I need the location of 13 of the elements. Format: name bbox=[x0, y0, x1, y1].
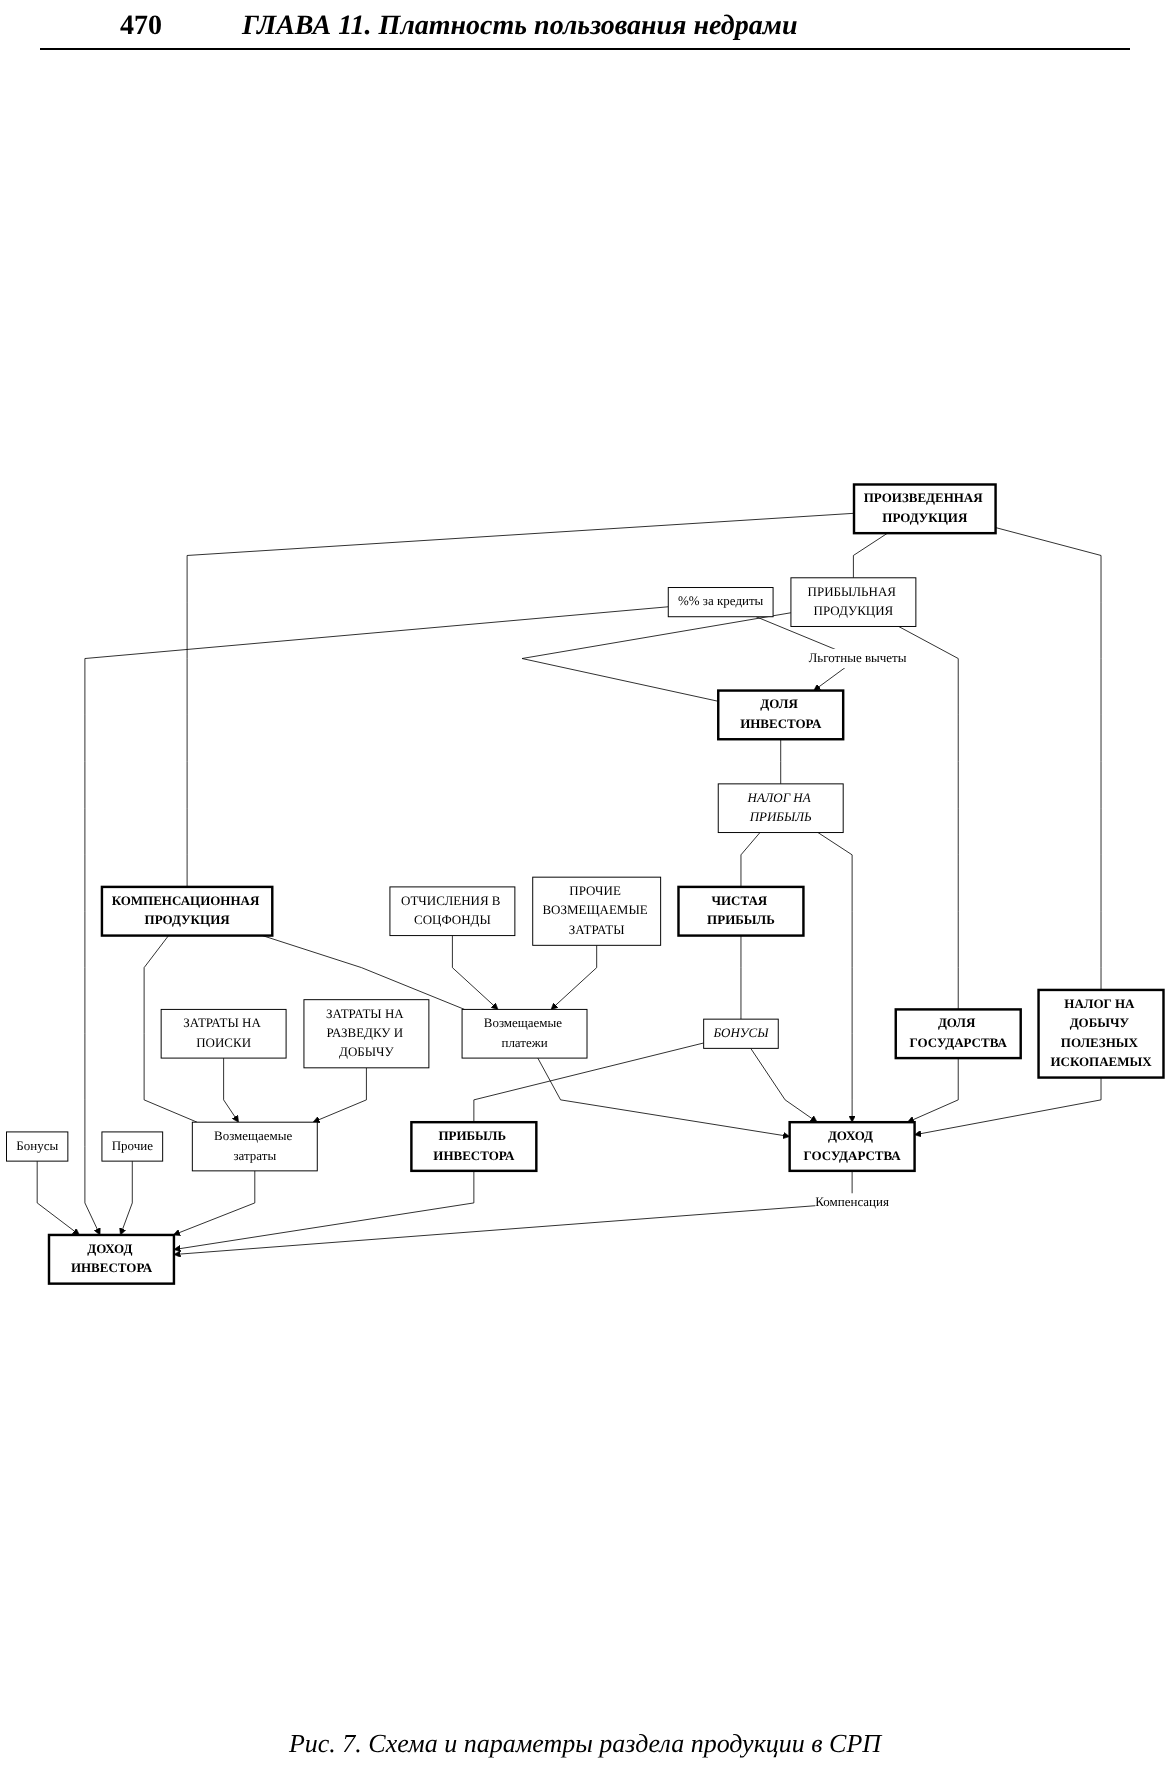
running-head: ГЛАВА 11. Платность пользования недрами bbox=[242, 12, 798, 44]
connector bbox=[143, 936, 198, 1124]
connector bbox=[521, 613, 792, 703]
connector bbox=[995, 528, 1102, 992]
connector bbox=[740, 833, 761, 889]
connector bbox=[473, 1043, 705, 1124]
connector bbox=[898, 627, 959, 1011]
connector bbox=[186, 513, 855, 889]
connector bbox=[853, 533, 888, 580]
figure-caption: Рис. 7. Схема и параметры раздела продукции в СРП bbox=[286, 1726, 885, 1762]
connector bbox=[780, 739, 782, 786]
connector bbox=[740, 936, 742, 1021]
page-number: 470 bbox=[120, 12, 162, 44]
